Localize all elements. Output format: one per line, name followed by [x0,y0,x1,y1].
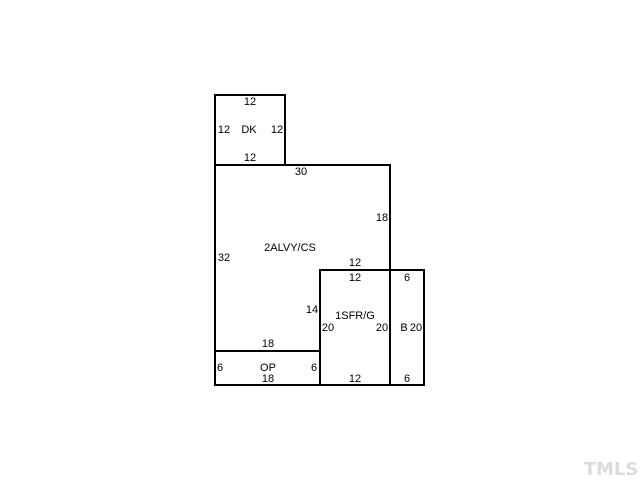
deck-label: DK [241,124,257,136]
deck-top-dim: 12 [244,96,256,108]
main-left-dim: 32 [218,252,230,264]
b-outline [389,269,425,386]
first-floor-top-dim: 12 [349,272,361,284]
main-bottom-dim: 18 [262,338,274,350]
porch-outline [214,350,321,386]
b-bottom-dim: 6 [404,373,410,385]
b-top-dim: 6 [404,272,410,284]
b-right-dim: 20 [410,322,422,334]
first-floor-label: 1SFR/G [335,310,375,322]
main-inner-top-dim: 12 [349,257,361,269]
main-outline [214,164,391,352]
porch-bottom-dim: 18 [262,373,274,385]
porch-right-dim: 6 [311,362,317,374]
main-inner-left-dim: 14 [306,304,318,316]
tmls-watermark: TMLS [584,459,639,480]
first-floor-left-dim: 20 [322,322,334,334]
deck-right-dim: 12 [271,124,283,136]
main-label: 2ALVY/CS [264,242,316,254]
b-label: B [400,322,407,334]
main-top-dim: 30 [295,166,307,178]
deck-bottom-dim: 12 [244,152,256,164]
main-right-dim: 18 [376,212,388,224]
first-floor-right-dim: 20 [376,322,388,334]
first-floor-bottom-dim: 12 [349,373,361,385]
porch-label: OP [260,362,276,374]
porch-left-dim: 6 [217,362,223,374]
deck-left-dim: 12 [218,124,230,136]
